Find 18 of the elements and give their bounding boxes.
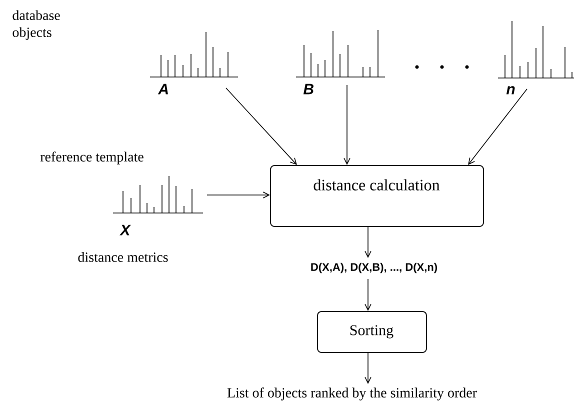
arrow: [468, 88, 528, 165]
spectrum-drawing: A: [150, 32, 238, 94]
process-box: Sorting: [317, 311, 427, 353]
result-text: List of objects ranked by the similarity order: [227, 388, 477, 400]
arrow: [206, 192, 270, 198]
arrow: [364, 352, 372, 384]
spectrum-drawing: B: [296, 30, 386, 94]
arrow: [364, 226, 372, 258]
node-label: distance metrics: [78, 252, 168, 262]
spectrum-drawing: X: [112, 176, 204, 236]
process-box: distance calculation: [270, 165, 484, 227]
node-label: reference template: [40, 152, 144, 164]
arrow: [226, 88, 297, 165]
arrow: [344, 84, 350, 165]
spectrum-drawing: n: [498, 20, 574, 94]
arrow: [364, 278, 372, 311]
result-text: D(X,A), D(X,B), ..., D(X,n): [311, 262, 437, 274]
section-label: database objects: [12, 10, 60, 40]
